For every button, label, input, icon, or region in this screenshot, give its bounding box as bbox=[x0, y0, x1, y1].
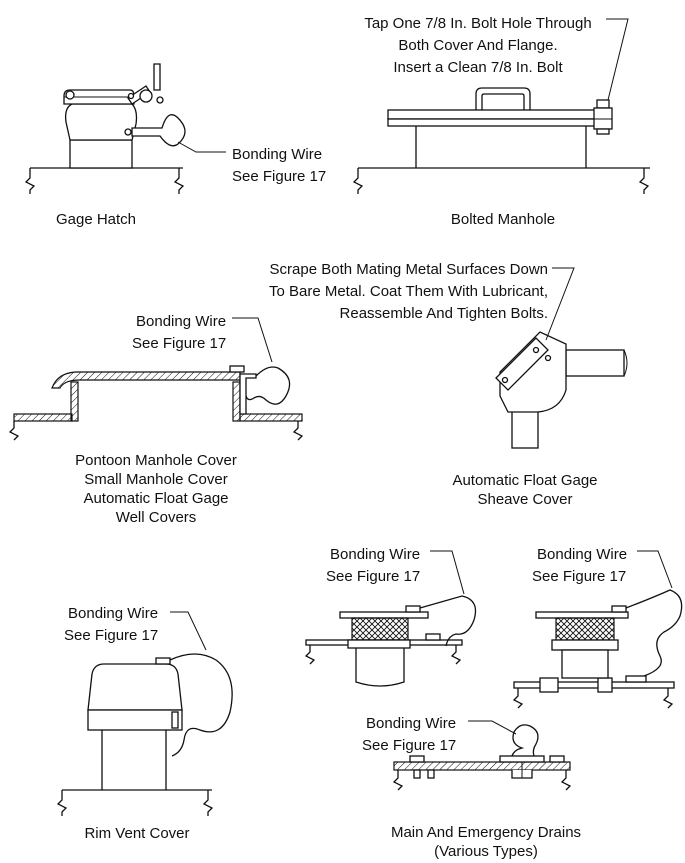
float-gage-sheave-drawing bbox=[495, 267, 628, 449]
pontoon-caption-line-4: Well Covers bbox=[116, 509, 197, 526]
rim-vent-caption: Rim Vent Cover bbox=[84, 825, 189, 842]
sheave-callout-line-1: Scrape Both Mating Metal Surfaces Down bbox=[270, 261, 548, 278]
pontoon-caption-line-2: Small Manhole Cover bbox=[84, 471, 227, 488]
drains-caption-line-2: (Various Types) bbox=[434, 843, 538, 860]
drain-right-callout-line-2: See Figure 17 bbox=[532, 568, 626, 585]
drain-bottom-drawing bbox=[392, 720, 572, 791]
drain-left-callout-line-1: Bonding Wire bbox=[330, 546, 420, 563]
bolted-manhole-callout-line-2: Both Cover And Flange. bbox=[398, 37, 557, 54]
drain-right-drawing bbox=[512, 550, 683, 709]
drains-caption-line-1: Main And Emergency Drains bbox=[391, 824, 581, 841]
drain-bottom-callout-line-2: See Figure 17 bbox=[362, 737, 456, 754]
sheave-caption-line-1: Automatic Float Gage bbox=[452, 472, 597, 489]
gage-hatch-callout-line-1: Bonding Wire bbox=[232, 146, 322, 163]
gage-hatch-drawing bbox=[24, 63, 226, 194]
pontoon-caption-line-1: Pontoon Manhole Cover bbox=[75, 452, 237, 469]
drain-bottom-callout-line-1: Bonding Wire bbox=[366, 715, 456, 732]
bolted-manhole-drawing bbox=[352, 18, 650, 194]
sheave-callout-line-2: To Bare Metal. Coat Them With Lubricant, bbox=[269, 283, 548, 300]
bolted-manhole-caption: Bolted Manhole bbox=[451, 211, 555, 228]
gage-hatch-caption: Gage Hatch bbox=[56, 211, 136, 228]
pontoon-callout-line-1: Bonding Wire bbox=[136, 313, 226, 330]
pontoon-manhole-drawing bbox=[8, 317, 304, 441]
drain-right-callout-line-1: Bonding Wire bbox=[537, 546, 627, 563]
rim-vent-callout-line-2: See Figure 17 bbox=[64, 627, 158, 644]
sheave-caption-line-2: Sheave Cover bbox=[477, 491, 572, 508]
rim-vent-callout-line-1: Bonding Wire bbox=[68, 605, 158, 622]
pontoon-caption-line-3: Automatic Float Gage bbox=[83, 490, 228, 507]
bolted-manhole-callout-line-1: Tap One 7/8 In. Bolt Hole Through bbox=[364, 15, 591, 32]
rim-vent-drawing bbox=[56, 611, 233, 816]
drain-left-drawing bbox=[304, 550, 477, 687]
gage-hatch-callout-line-2: See Figure 17 bbox=[232, 168, 326, 185]
pontoon-callout-line-2: See Figure 17 bbox=[132, 335, 226, 352]
drain-left-callout-line-2: See Figure 17 bbox=[326, 568, 420, 585]
sheave-callout-line-3: Reassemble And Tighten Bolts. bbox=[340, 305, 548, 322]
bolted-manhole-callout-line-3: Insert a Clean 7/8 In. Bolt bbox=[393, 59, 563, 76]
